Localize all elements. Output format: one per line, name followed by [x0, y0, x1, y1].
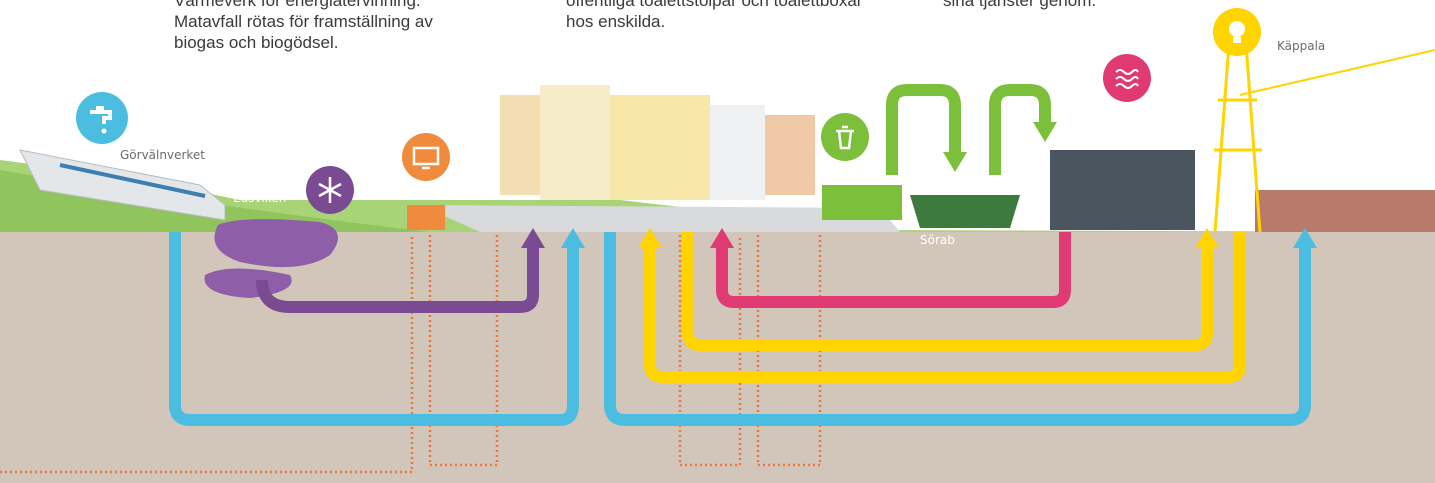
- heat-pump-box: [407, 205, 445, 230]
- sorab-label: Sörab: [920, 233, 955, 247]
- middle-description: offentliga toalettstolpar och toalettbox…: [566, 0, 862, 32]
- recycling-loop-1: [886, 84, 961, 175]
- district-heating-arrow-head: [710, 228, 734, 248]
- garbage-truck: [822, 185, 902, 220]
- water-arrow-head-left: [561, 228, 585, 248]
- electricity-arrow-head-outer: [638, 228, 662, 248]
- lake-outflow: [204, 268, 292, 298]
- snowflake-icon: [306, 166, 354, 214]
- left-description-line-2: Matavfall rötas för framställning av: [174, 12, 433, 31]
- street: [420, 205, 900, 232]
- recycling-containers: [910, 195, 1020, 228]
- building-2: [540, 85, 610, 200]
- left-description-line-1: Värmeverk för energiåtervinning.: [174, 0, 421, 10]
- gorvalnverket-label: Görvälnverket: [120, 148, 205, 162]
- trash-can-icon: [821, 113, 869, 161]
- edsviken-lake: [214, 219, 338, 268]
- recycling-loop-2: [989, 84, 1051, 175]
- sewage-pipes: [0, 235, 822, 474]
- heat-waves-icon: [1103, 54, 1151, 102]
- district-heating-flow: [716, 232, 1071, 308]
- left-description-line-3: biogas och biogödsel.: [174, 33, 339, 52]
- right-description-line-1: sina tjänster genom.: [943, 0, 1097, 10]
- kappala-label: Käppala: [1277, 39, 1325, 53]
- water-flow-left: [169, 232, 579, 426]
- water-tap-icon: [76, 92, 128, 144]
- water-arrow-head-right: [1293, 228, 1317, 248]
- cooling-arrow-head: [521, 228, 545, 248]
- cooling-flow: [256, 245, 539, 313]
- electricity-arrow-head-inner: [1195, 228, 1219, 248]
- electricity-flow-inner: [682, 232, 1213, 351]
- building-4: [710, 105, 765, 200]
- right-description: sina tjänster genom.: [943, 0, 1096, 11]
- water-flow-right: [604, 232, 1311, 426]
- water-channel: [59, 163, 206, 198]
- power-line: [1239, 49, 1435, 96]
- middle-description-line-2: hos enskilda.: [566, 12, 666, 31]
- power-plant-building: [1050, 150, 1195, 230]
- recycling-arrow-head-1: [943, 152, 967, 172]
- building-3: [610, 95, 710, 200]
- building-1: [500, 95, 540, 195]
- middle-description-line-1: offentliga toalettstolpar och toalettbox…: [566, 0, 863, 10]
- grass-field: [0, 160, 1435, 232]
- recycling-arrow-head-2: [1033, 122, 1057, 142]
- light-bulb-icon: [1213, 8, 1261, 56]
- monitor-icon: [402, 133, 450, 181]
- kappala-building: [1255, 190, 1435, 232]
- edsviken-label: Edsviken: [233, 191, 286, 205]
- electricity-flow-outer: [644, 232, 1246, 383]
- left-description: Värmeverk för energiåtervinning. Matavfa…: [174, 0, 433, 53]
- power-tower: [1213, 29, 1262, 233]
- grass-hill-left: [0, 170, 430, 232]
- building-5: [765, 115, 815, 195]
